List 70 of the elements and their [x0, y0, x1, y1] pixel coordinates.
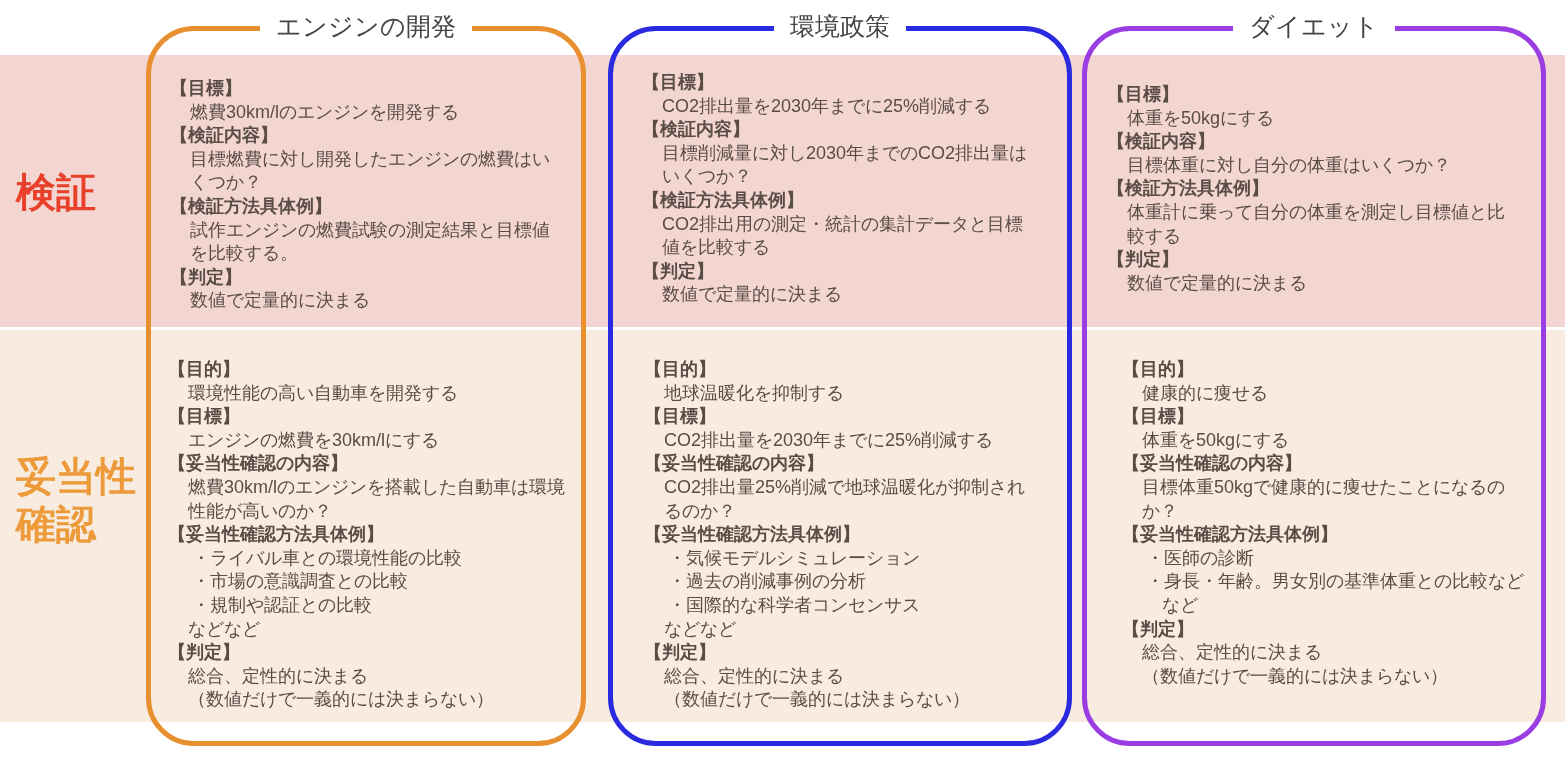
item-heading: 【目標】	[1107, 83, 1180, 106]
item-heading: 【検証方法具体例】	[642, 188, 805, 212]
item-text: 目標燃費に対し開発したエンジンの燃費はいくつか？	[189, 147, 551, 195]
item-text: 目標体重50kgで健康的に痩せたことになるのか？	[1141, 475, 1507, 523]
item-heading: 【目的】	[168, 358, 241, 381]
row-label: 検証	[16, 169, 97, 216]
item-heading: 【検証内容】	[642, 118, 751, 142]
item-text: 健康的に痩せる	[1141, 381, 1269, 405]
item-heading: 【目標】	[168, 405, 241, 429]
item-heading: 【妥当性確認方法具体例】	[1122, 523, 1339, 547]
item-text: 体重を50kgにする	[1141, 428, 1291, 452]
item-heading: 【目的】	[1122, 358, 1195, 381]
item-text: 数値で定量的に決まる	[1126, 271, 1308, 295]
bullet-item: ・市場の意識調査との比較	[191, 570, 409, 594]
item-heading: 【妥当性確認の内容】	[1122, 452, 1303, 476]
item-heading: 【妥当性確認の内容】	[168, 452, 349, 476]
item-heading: 【検証内容】	[170, 124, 279, 148]
item-text: 目標削減量に対し2030年までのCO2排出量はいくつか？	[661, 141, 1029, 189]
item-text: 総合、定性的に決まる	[1141, 641, 1323, 665]
column-title: ダイエット	[1233, 11, 1395, 41]
row-label: 妥当性確認	[16, 453, 136, 548]
item-text: などなど	[663, 617, 737, 641]
item-text: CO2排出量を2030年までに25%削減する	[663, 428, 995, 452]
item-text: 数値で定量的に決まる	[189, 289, 371, 313]
bullet-item: ・医師の診断	[1145, 546, 1255, 570]
item-text: 環境性能の高い自動車を開発する	[187, 381, 459, 405]
row-band	[0, 55, 1565, 327]
item-heading: 【判定】	[1122, 617, 1195, 641]
item-heading: 【判定】	[168, 641, 241, 665]
item-heading: 【妥当性確認の内容】	[644, 452, 825, 476]
item-heading: 【目標】	[170, 77, 243, 100]
item-text: CO2排出用の測定・統計の集計データと目標値を比較する	[661, 212, 1024, 260]
item-text: 総合、定性的に決まる	[187, 664, 369, 688]
item-heading: 【検証内容】	[1107, 130, 1216, 154]
item-heading: 【検証方法具体例】	[170, 194, 333, 218]
item-heading: 【判定】	[170, 265, 243, 289]
item-heading: 【目的】	[644, 358, 717, 381]
item-text: （数値だけで一義的には決まらない）	[663, 688, 971, 712]
item-text: 体重を50kgにする	[1126, 106, 1276, 130]
item-heading: 【検証方法具体例】	[1107, 177, 1270, 201]
bullet-item: ・身長・年齢。男女別の基準体重との比較などなど	[1145, 570, 1525, 617]
item-text: CO2排出量25%削減で地球温暖化が抑制されるのか？	[663, 475, 1027, 523]
item-text: 数値で定量的に決まる	[661, 283, 843, 307]
item-text: 体重計に乗って自分の体重を測定し目標値と比較する	[1126, 200, 1506, 248]
item-text: 燃費30km/lのエンジンを搭載した自動車は環境性能が高いのか？	[186, 475, 566, 523]
bullet-item: ・過去の削減事例の分析	[667, 570, 867, 594]
item-text: エンジンの燃費を30km/lにする	[187, 428, 440, 452]
item-text: CO2排出量を2030年までに25%削減する	[661, 94, 993, 118]
item-text: 地球温暖化を抑制する	[663, 381, 845, 405]
item-heading: 【妥当性確認方法具体例】	[168, 523, 385, 547]
bullet-item: ・ライバル車との環境性能の比較	[191, 546, 463, 570]
item-heading: 【判定】	[642, 259, 715, 283]
bullet-item: ・国際的な科学者コンセンサス	[667, 593, 921, 617]
item-text: 目標体重に対し自分の体重はいくつか？	[1126, 153, 1452, 177]
item-heading: 【目標】	[644, 405, 717, 429]
item-heading: 【判定】	[1107, 248, 1180, 272]
item-heading: 【妥当性確認方法具体例】	[644, 523, 861, 547]
item-text: などなど	[187, 617, 261, 641]
item-heading: 【目標】	[642, 71, 715, 94]
item-text: 総合、定性的に決まる	[663, 664, 845, 688]
item-text: 燃費30km/lのエンジンを開発する	[189, 100, 460, 124]
column-title: 環境政策	[774, 11, 906, 41]
item-heading: 【目標】	[1122, 405, 1195, 429]
row-band	[0, 330, 1565, 722]
item-text: （数値だけで一義的には決まらない）	[1141, 664, 1449, 688]
item-text: （数値だけで一義的には決まらない）	[187, 688, 495, 712]
item-heading: 【判定】	[644, 641, 717, 665]
bullet-item: ・気候モデルシミュレーション	[667, 546, 921, 570]
item-text: 試作エンジンの燃費試験の測定結果と目標値を比較する。	[189, 218, 551, 266]
bullet-item: ・規制や認証との比較	[191, 593, 373, 617]
